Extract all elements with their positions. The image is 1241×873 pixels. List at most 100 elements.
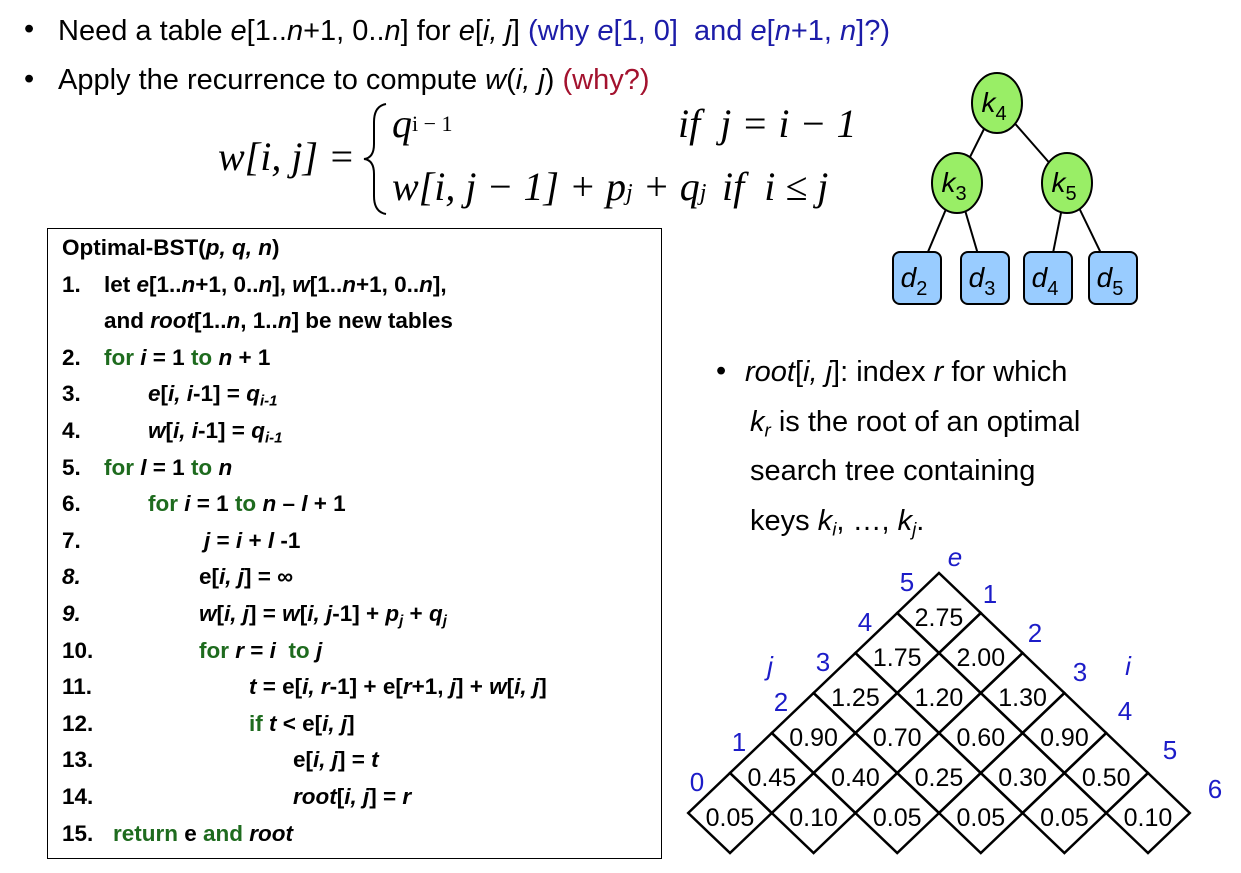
text-segment: n [218, 454, 233, 480]
text-segment: (why?) [562, 64, 650, 96]
text-segment: e [750, 15, 767, 47]
i-index-label: 4 [1118, 696, 1132, 726]
e-cell-value: 0.30 [998, 764, 1047, 792]
e-cell-value: 0.90 [789, 724, 838, 752]
node-label: d2 [901, 262, 928, 300]
e-cell-value: 1.25 [831, 684, 880, 712]
node-subscript: 3 [955, 183, 966, 205]
text-segment: = 1 [146, 454, 191, 480]
text-segment: t [249, 674, 257, 700]
text-segment: [ [336, 784, 345, 809]
bullet-dot: • [24, 13, 35, 45]
code-line: return e and root [113, 821, 293, 847]
text-segment: n [342, 271, 356, 297]
text-segment: e [136, 271, 150, 297]
dummy-node [1023, 251, 1073, 305]
line-number: 10. [62, 637, 94, 663]
j-axis-label: j [764, 651, 774, 681]
line-number: 13. [62, 747, 94, 773]
text-segment: ] + [456, 674, 490, 700]
text-segment: + [403, 601, 429, 626]
text-segment: ], [272, 271, 293, 297]
code-line: w[i, j] = w[i, j-1] + pj + qj [199, 601, 447, 635]
line-number: 11. [62, 674, 93, 700]
pseudocode-box: Optimal-BST(p, q, n)1.let e[1..n+1, 0..n… [47, 228, 662, 859]
text-segment: i [832, 518, 837, 540]
e-cell-value: 0.10 [789, 804, 838, 832]
root-note-line: keys ki, …, kj. [750, 504, 924, 547]
bullet-dot: • [716, 355, 727, 387]
text-segment: n [384, 15, 401, 47]
text-segment: j [315, 637, 323, 663]
text-segment: n [277, 308, 292, 334]
text-segment: search tree containing [750, 455, 1036, 487]
text-segment: (why [528, 15, 598, 47]
text-segment: -1] + e[ [329, 674, 403, 700]
node-label: k4 [981, 87, 1006, 125]
e-cell [895, 571, 983, 655]
key-node [1041, 152, 1093, 214]
text-segment: r [235, 637, 245, 663]
text-segment: i [184, 491, 191, 517]
node-letter: d [901, 262, 918, 293]
line-number: 14. [62, 784, 94, 809]
text-segment: = 1 [190, 491, 235, 517]
e-cell-value: 0.05 [956, 804, 1005, 832]
text-segment: ] [347, 710, 355, 736]
text-segment: [ [506, 674, 515, 700]
root-note-line: search tree containing [750, 454, 1035, 488]
text-segment: t [269, 710, 277, 736]
i-index-label: 2 [1028, 618, 1042, 648]
e-cell-value: 1.20 [915, 684, 964, 712]
line-number: 4. [62, 418, 81, 443]
text-segment: i, j [219, 564, 245, 590]
text-segment: , 1.. [240, 308, 278, 334]
node-subscript: 5 [1112, 278, 1123, 300]
j-index-label: 4 [858, 607, 872, 637]
text-segment: ] = ∞ [244, 564, 294, 590]
text-segment: [1.. [246, 15, 287, 47]
text-segment: e [230, 15, 247, 47]
j-index-label: 3 [816, 647, 830, 677]
code-line: e[i, j] = ∞ [199, 564, 293, 590]
node-subscript: 4 [995, 103, 1006, 125]
text-segment: r [764, 419, 771, 441]
text-segment: e [597, 15, 614, 47]
text-segment: n [181, 271, 196, 297]
text-segment: ] [511, 15, 529, 47]
text-segment: [1, 0] and [613, 15, 751, 47]
text-segment: k [750, 405, 765, 438]
text-segment: j [399, 612, 404, 630]
text-segment: ] = [249, 601, 283, 626]
text-segment: -1] = [193, 381, 247, 407]
text-segment: ]: index [832, 356, 934, 388]
text-segment: q [251, 418, 265, 443]
text-segment: ] [539, 674, 547, 700]
text-segment: for [104, 344, 141, 370]
text-segment: root [150, 308, 195, 334]
code-line: for r = i to j [199, 638, 322, 664]
text-segment: r [933, 356, 944, 388]
text-segment: = e[ [256, 674, 303, 700]
e-cell-value: 0.60 [956, 724, 1005, 752]
node-letter: d [969, 262, 986, 293]
text-segment: -1] = [198, 418, 252, 443]
code-line: root[i, j] = r [293, 784, 411, 810]
e-cell-value: 0.05 [873, 804, 922, 832]
text-segment: root [293, 784, 337, 809]
text-segment: for [104, 454, 141, 480]
text-segment: + 1 [307, 491, 346, 517]
text-segment: -1] + [332, 601, 386, 626]
text-segment: r [402, 674, 412, 700]
j-index-label: 0 [690, 767, 704, 797]
text-segment: j [912, 518, 917, 540]
text-segment: j [442, 612, 447, 630]
line-number: 5. [62, 454, 81, 480]
text-segment: n [419, 271, 433, 297]
text-segment: p [385, 601, 400, 626]
text-segment: Apply the recurrence to compute [58, 64, 486, 96]
e-cell-value: 0.25 [915, 764, 964, 792]
text-segment: for [199, 637, 236, 663]
text-segment: t [371, 747, 379, 773]
